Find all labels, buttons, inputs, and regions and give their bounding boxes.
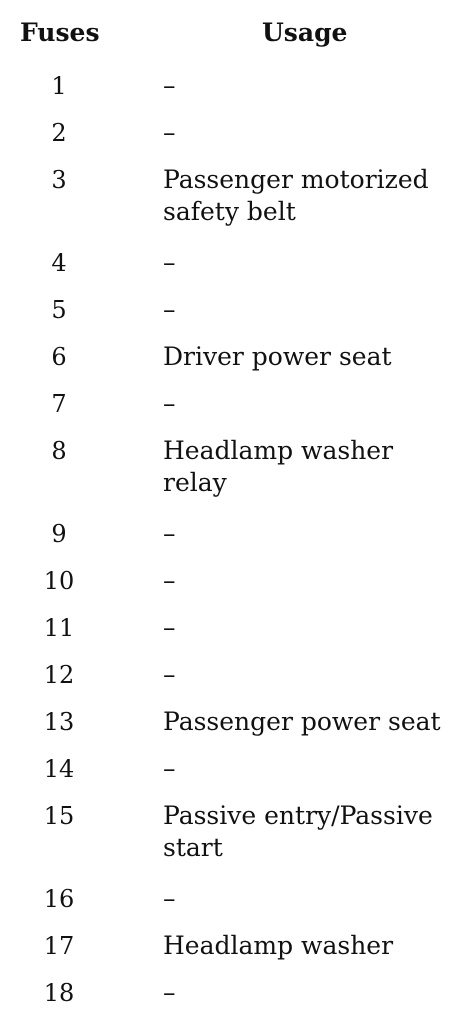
- fuse-usage: –: [163, 295, 176, 324]
- fuse-usage: –: [163, 519, 176, 548]
- fuse-usage: –: [163, 884, 176, 913]
- fuse-usage: –: [163, 754, 176, 783]
- fuse-usage: Headlamp washer: [163, 931, 394, 960]
- table-row: 10 –: [0, 565, 459, 603]
- table-row: 2 –: [0, 117, 459, 155]
- fuse-usage: –: [163, 613, 176, 642]
- fuse-number: 9: [51, 520, 67, 548]
- fuse-number: 5: [51, 296, 67, 324]
- fuse-usage: –: [163, 660, 176, 689]
- fuse-number: 6: [51, 343, 67, 371]
- table-row: 17 Headlamp washer: [0, 930, 459, 968]
- fuse-usage: –: [163, 978, 176, 1007]
- fuse-number: 1: [51, 72, 67, 100]
- table-row: 11 –: [0, 612, 459, 650]
- table-row: 5 –: [0, 294, 459, 332]
- fuse-number: 17: [43, 932, 75, 960]
- fuse-number: 14: [43, 755, 75, 783]
- fuse-usage: –: [163, 566, 176, 595]
- header-fuses: Fuses: [20, 18, 100, 47]
- table-body: 1 – 2 – 3 Passenger motorized safety bel…: [0, 70, 459, 1024]
- fuse-number: 8: [51, 437, 67, 465]
- table-row: 13 Passenger power seat: [0, 706, 459, 744]
- fuse-usage: –: [163, 389, 176, 418]
- table-row: 15 Passive entry/Passive start: [0, 800, 459, 872]
- fuse-number: 18: [43, 979, 75, 1007]
- fuse-usage: Headlamp washer relay: [163, 436, 394, 497]
- table-row: 18 –: [0, 977, 459, 1015]
- table-row: 16 –: [0, 883, 459, 921]
- fuse-number: 2: [51, 119, 67, 147]
- table-row: 14 –: [0, 753, 459, 791]
- fuse-usage: Passive entry/Passive start: [163, 801, 433, 862]
- table-row: 7 –: [0, 388, 459, 426]
- header-usage: Usage: [262, 18, 348, 47]
- fuse-number: 12: [43, 661, 75, 689]
- fuse-number: 7: [51, 390, 67, 418]
- fuse-usage: Passenger motorized safety belt: [163, 165, 429, 226]
- fuse-usage: Driver power seat: [163, 342, 392, 371]
- fuse-number: 3: [51, 166, 67, 194]
- fuse-number: 15: [43, 802, 75, 830]
- fuse-number: 16: [43, 885, 75, 913]
- fuse-number: 4: [51, 249, 67, 277]
- fuse-number: 13: [43, 708, 75, 736]
- fuse-usage: –: [163, 118, 176, 147]
- table-header: Fuses Usage: [0, 18, 459, 58]
- fuse-usage: –: [163, 248, 176, 277]
- table-row: 3 Passenger motorized safety belt: [0, 164, 459, 236]
- table-row: 9 –: [0, 518, 459, 556]
- table-row: 4 –: [0, 247, 459, 285]
- fuse-number: 10: [43, 567, 75, 595]
- table-row: 12 –: [0, 659, 459, 697]
- fuse-number: 11: [43, 614, 75, 642]
- table-row: 6 Driver power seat: [0, 341, 459, 379]
- fuse-usage: Passenger power seat: [163, 707, 441, 736]
- table-row: 1 –: [0, 70, 459, 108]
- table-row: 8 Headlamp washer relay: [0, 435, 459, 507]
- fuse-usage: –: [163, 71, 176, 100]
